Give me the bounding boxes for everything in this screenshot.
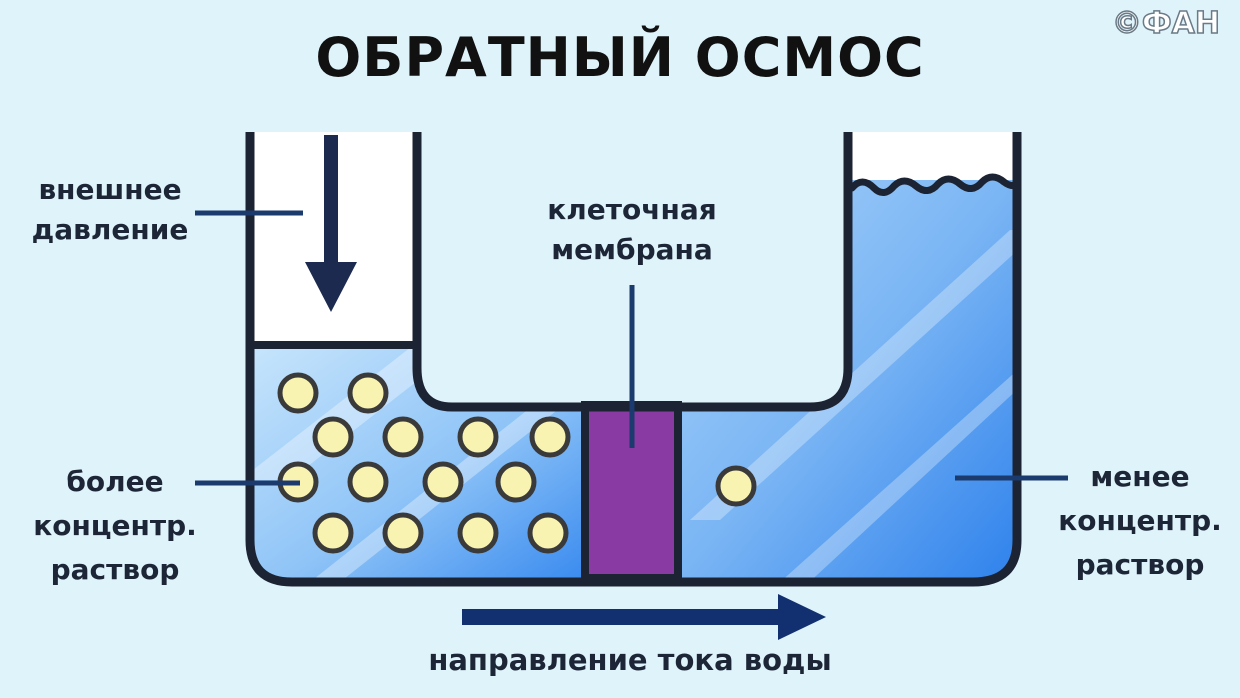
label-membrane-line1: клеточная bbox=[547, 193, 717, 226]
label-external-pressure-line1: внешнее bbox=[38, 173, 182, 206]
pressure-arrow-head bbox=[305, 262, 357, 312]
solute-particle bbox=[457, 416, 499, 458]
watermark-logo: ©ФАН bbox=[1111, 5, 1221, 42]
label-water-flow: направление тока воды bbox=[428, 643, 832, 677]
right-solution bbox=[678, 180, 1015, 578]
solute-particle bbox=[382, 416, 424, 458]
page-title: ОБРАТНЫЙ ОСМОС bbox=[315, 26, 925, 89]
label-less-line2: концентр. bbox=[1058, 504, 1222, 537]
solute-particle bbox=[422, 461, 464, 503]
label-less-line3: раствор bbox=[1075, 548, 1205, 581]
solute-particle bbox=[527, 512, 569, 554]
solute-particle bbox=[347, 372, 389, 414]
label-membrane: клеточная мембрана bbox=[527, 190, 737, 270]
vessel-outline bbox=[245, 132, 1022, 587]
solute-particle bbox=[715, 465, 757, 507]
solute-particle bbox=[347, 461, 389, 503]
right-highlights bbox=[690, 230, 1015, 578]
solute-particle bbox=[529, 416, 571, 458]
solute-particle bbox=[277, 372, 319, 414]
label-less-line1: менее bbox=[1090, 460, 1190, 493]
label-more-concentrated: более концентр. раствор bbox=[20, 460, 210, 592]
solute-particle bbox=[312, 512, 354, 554]
label-more-line2: концентр. bbox=[33, 509, 197, 542]
label-external-pressure: внешнее давление bbox=[30, 170, 190, 250]
solute-particle bbox=[312, 416, 354, 458]
label-more-line1: более bbox=[66, 465, 164, 498]
solute-particle bbox=[457, 512, 499, 554]
flow-arrow-head bbox=[778, 594, 826, 640]
label-membrane-line2: мембрана bbox=[551, 233, 713, 266]
solute-particle bbox=[382, 512, 424, 554]
label-external-pressure-line2: давление bbox=[31, 213, 189, 246]
label-less-concentrated: менее концентр. раствор bbox=[1050, 455, 1230, 587]
label-more-line3: раствор bbox=[50, 553, 180, 586]
water-surface-waves bbox=[848, 173, 1022, 196]
solute-particle bbox=[495, 461, 537, 503]
